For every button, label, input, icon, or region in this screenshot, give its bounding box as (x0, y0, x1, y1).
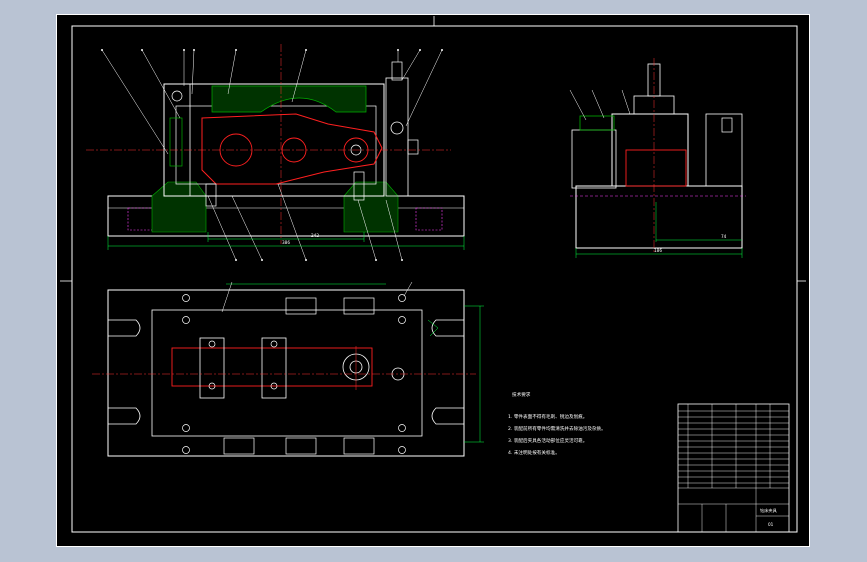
plan-view (92, 281, 484, 457)
top-bolt (391, 61, 403, 81)
tech-req-title: 技术要求 (512, 391, 531, 398)
plan-clamp-bot-2 (285, 437, 317, 455)
hatched-support-left (151, 181, 207, 233)
side-hatched-pad (579, 115, 615, 131)
left-guide (169, 117, 183, 167)
dim-side-inner: 74 (721, 234, 727, 239)
plan-workpiece (171, 347, 373, 387)
tech-req-item-1: 1. 零件表面不得有毛刺、锐边及划痕。 (508, 413, 587, 420)
slot-right-bottom (431, 407, 464, 425)
plan-support-b (261, 337, 287, 399)
front-view: 386 242 (86, 44, 465, 261)
plan-leaders (221, 281, 413, 313)
plan-clamp-bot-3 (343, 437, 375, 455)
title-block: 钻床夹具 01 (677, 403, 790, 533)
dim-front-inner: 242 (311, 233, 319, 238)
stud-left (205, 183, 217, 207)
lever-workpiece (201, 113, 383, 185)
parts-list-columns (678, 404, 789, 532)
plan-dimensions (226, 283, 484, 443)
drawing-sheet: 386 242 (56, 14, 810, 547)
title-block-name: 钻床夹具 (760, 507, 778, 514)
side-left-bracket (571, 129, 617, 189)
bore-3-inner (350, 144, 362, 156)
dim-side-overall: 186 (654, 248, 662, 253)
right-pin (390, 121, 404, 135)
tech-req-item-2: 2. 装配前所有零件均需清洗并去除油污及杂质。 (508, 425, 606, 432)
title-block-frame (677, 403, 790, 533)
slot-right-top (431, 319, 464, 337)
plan-clamp-top-2 (343, 297, 375, 315)
side-view: 186 74 (569, 58, 746, 258)
front-leaders (101, 49, 443, 261)
leader-dots (101, 49, 443, 261)
plan-clamp-bot-1 (223, 437, 255, 455)
title-block-number: 01 (768, 522, 774, 527)
parts-list-grid (678, 410, 789, 484)
hatched-top-cap (211, 85, 367, 113)
slot-left-bottom (108, 407, 141, 425)
slot-left-top (108, 319, 141, 337)
plan-clamp-top-1 (285, 297, 317, 315)
stud-right (353, 171, 365, 201)
side-workpiece (625, 149, 687, 187)
tech-req-item-3: 3. 装配后夹具各活动部位应灵活可靠。 (508, 437, 587, 444)
side-base (575, 185, 743, 249)
hatched-support-right (343, 181, 399, 233)
pin-left-top (171, 90, 183, 102)
left-column (163, 83, 191, 197)
clamp-knob (407, 139, 419, 155)
side-dimensions (575, 202, 743, 258)
outer-border (56, 14, 810, 547)
inner-frame (71, 25, 798, 533)
tech-req-item-4: 4. 未注明处按有关标准。 (508, 449, 560, 456)
right-column (385, 77, 409, 197)
plan-inner (151, 309, 423, 437)
side-right-knob (721, 117, 733, 133)
base-slot-right (415, 207, 443, 231)
side-right-post (705, 113, 743, 187)
dim-front-overall: 386 (282, 240, 290, 245)
plan-outline (107, 289, 465, 457)
side-leaders (569, 89, 631, 121)
front-dimensions (107, 232, 465, 250)
plan-bolt-holes (182, 294, 406, 454)
plan-support-a (199, 337, 225, 399)
base-slot-left (127, 207, 155, 231)
cad-drawing: 386 242 (56, 14, 810, 547)
tech-requirements: 技术要求 1. 零件表面不得有毛刺、锐边及划痕。 2. 装配前所有零件均需清洗并… (508, 391, 606, 456)
